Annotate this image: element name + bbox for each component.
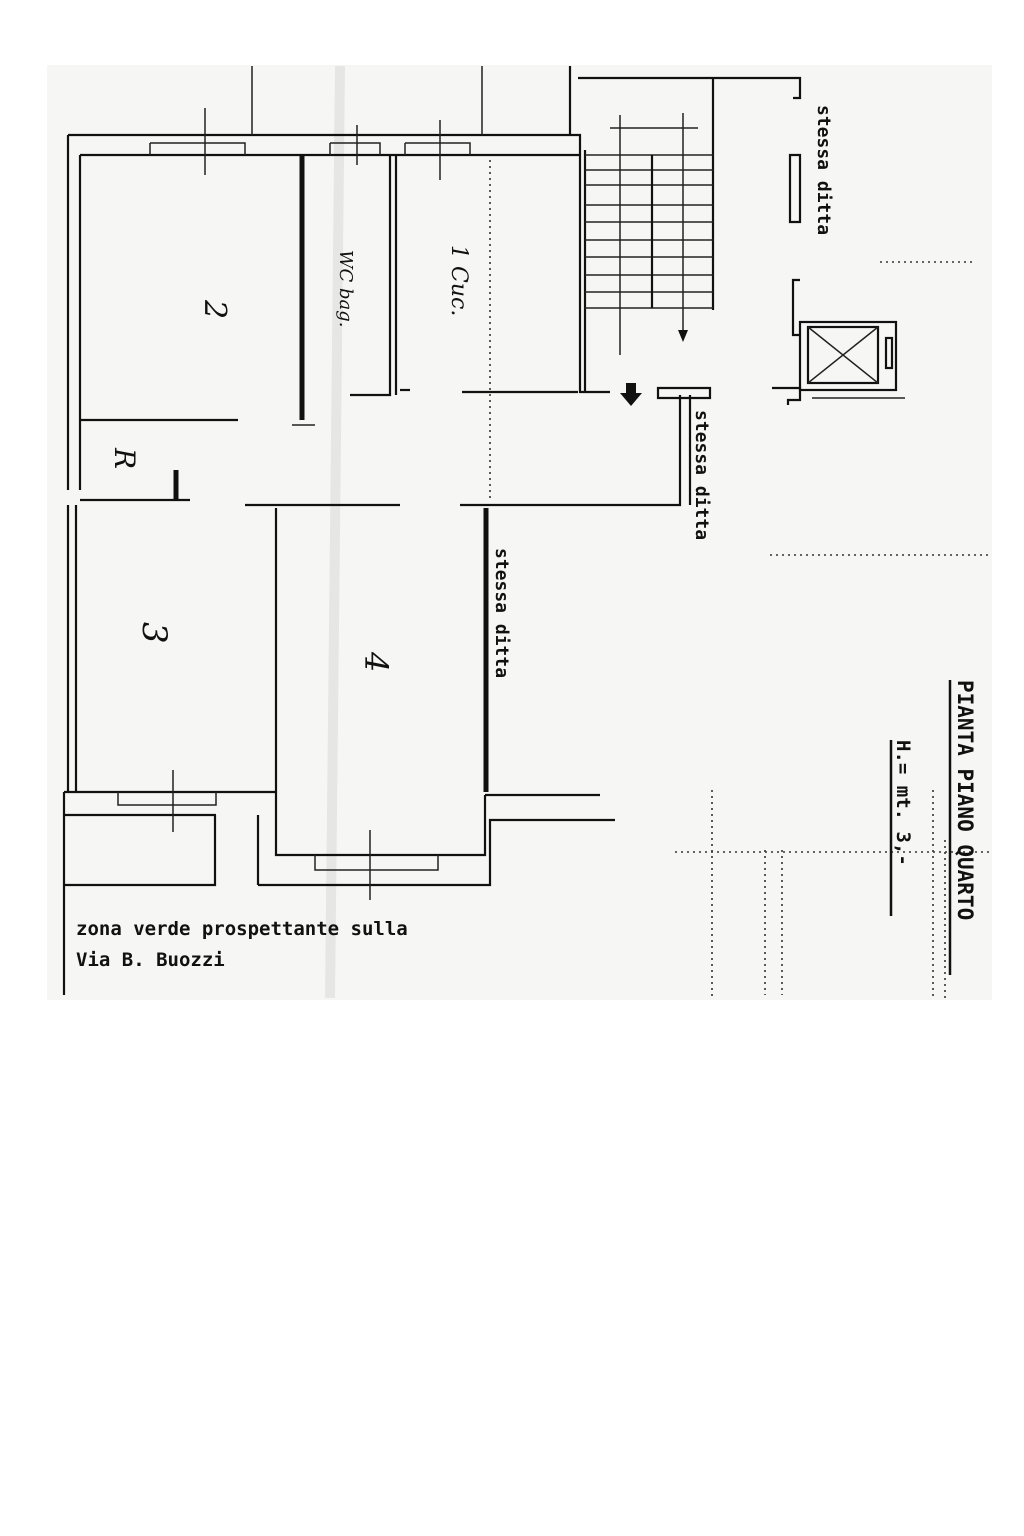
height-note: H.= mt. 3,- [892,740,914,866]
paper-fold [325,65,345,999]
neighbor-label-room-4: stessa ditta [491,548,512,678]
stair-steps [585,154,713,309]
entrance-arrow-icon [620,383,642,406]
title-block: PIANTA PIANO QUARTO [948,680,977,975]
interior-walls [80,155,578,507]
stair-direction-arrow-icon [678,330,688,342]
room-label-4: 4 [357,651,395,672]
room-label-kitchen: 1 Cuc. [446,245,471,316]
caption-line-1: zona verde prospettante sulla [76,918,408,940]
exterior-walls [62,133,692,995]
elevator-shaft [772,320,905,405]
room-label-2: 2 [197,299,232,319]
plan-title: PIANTA PIANO QUARTO [953,680,977,920]
height-note-block: H.= mt. 3,- [889,740,914,916]
stairwell [568,66,802,406]
windows [117,66,483,900]
caption-line-2: Via B. Buozzi [76,949,225,971]
room-label-storage: R [108,447,141,469]
neighbor-label-stairwell: stessa ditta [813,105,834,235]
room-label-3: 3 [134,622,174,644]
reference-lines [675,261,990,998]
scanned-drawing-sheet [47,65,992,1000]
room-label-bath: WC bag. [335,250,356,328]
neighbor-label-corridor: stessa ditta [691,410,712,540]
